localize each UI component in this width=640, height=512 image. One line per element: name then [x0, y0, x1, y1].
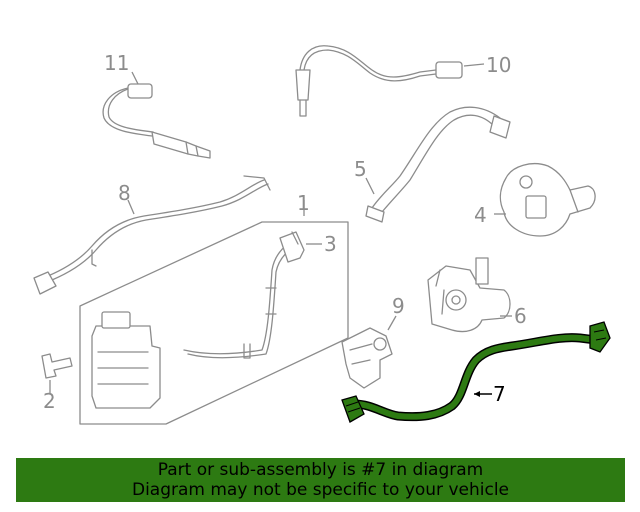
callout-2: 2	[43, 389, 56, 413]
callout-9: 9	[392, 294, 405, 318]
part-1-canister-assembly[interactable]	[79, 221, 349, 425]
part-2-fitting[interactable]	[41, 353, 73, 379]
part-8-tube[interactable]	[33, 175, 271, 295]
part-6-purge-valve[interactable]	[427, 257, 511, 333]
leader-9	[387, 315, 397, 331]
callout-6: 6	[514, 304, 527, 328]
info-banner: Part or sub-assembly is #7 in diagram Di…	[16, 458, 625, 502]
banner-line-2: Diagram may not be specific to your vehi…	[131, 480, 509, 500]
part-4-valve[interactable]	[499, 163, 596, 237]
leader-10	[463, 63, 485, 67]
callout-7: 7	[493, 382, 506, 406]
part-11-oxygen-sensor[interactable]	[102, 83, 211, 159]
callout-10: 10	[486, 53, 511, 77]
part-9-sensor[interactable]	[341, 327, 393, 389]
banner-line-1: Part or sub-assembly is #7 in diagram	[157, 460, 484, 480]
leader-8	[127, 199, 135, 215]
part-3-connector[interactable]	[279, 231, 305, 263]
leader-7-arrow	[474, 391, 480, 397]
part-7-hose-highlighted[interactable]	[341, 321, 611, 423]
callout-8: 8	[118, 181, 131, 205]
part-10-oxygen-sensor[interactable]	[295, 45, 463, 117]
callout-4: 4	[474, 203, 487, 227]
callout-11: 11	[104, 51, 129, 75]
leader-5	[365, 177, 375, 195]
leader-11	[131, 71, 139, 85]
callout-3: 3	[324, 232, 337, 256]
part-5-hose[interactable]	[365, 106, 511, 223]
callout-5: 5	[354, 157, 367, 181]
callout-1: 1	[297, 191, 310, 215]
